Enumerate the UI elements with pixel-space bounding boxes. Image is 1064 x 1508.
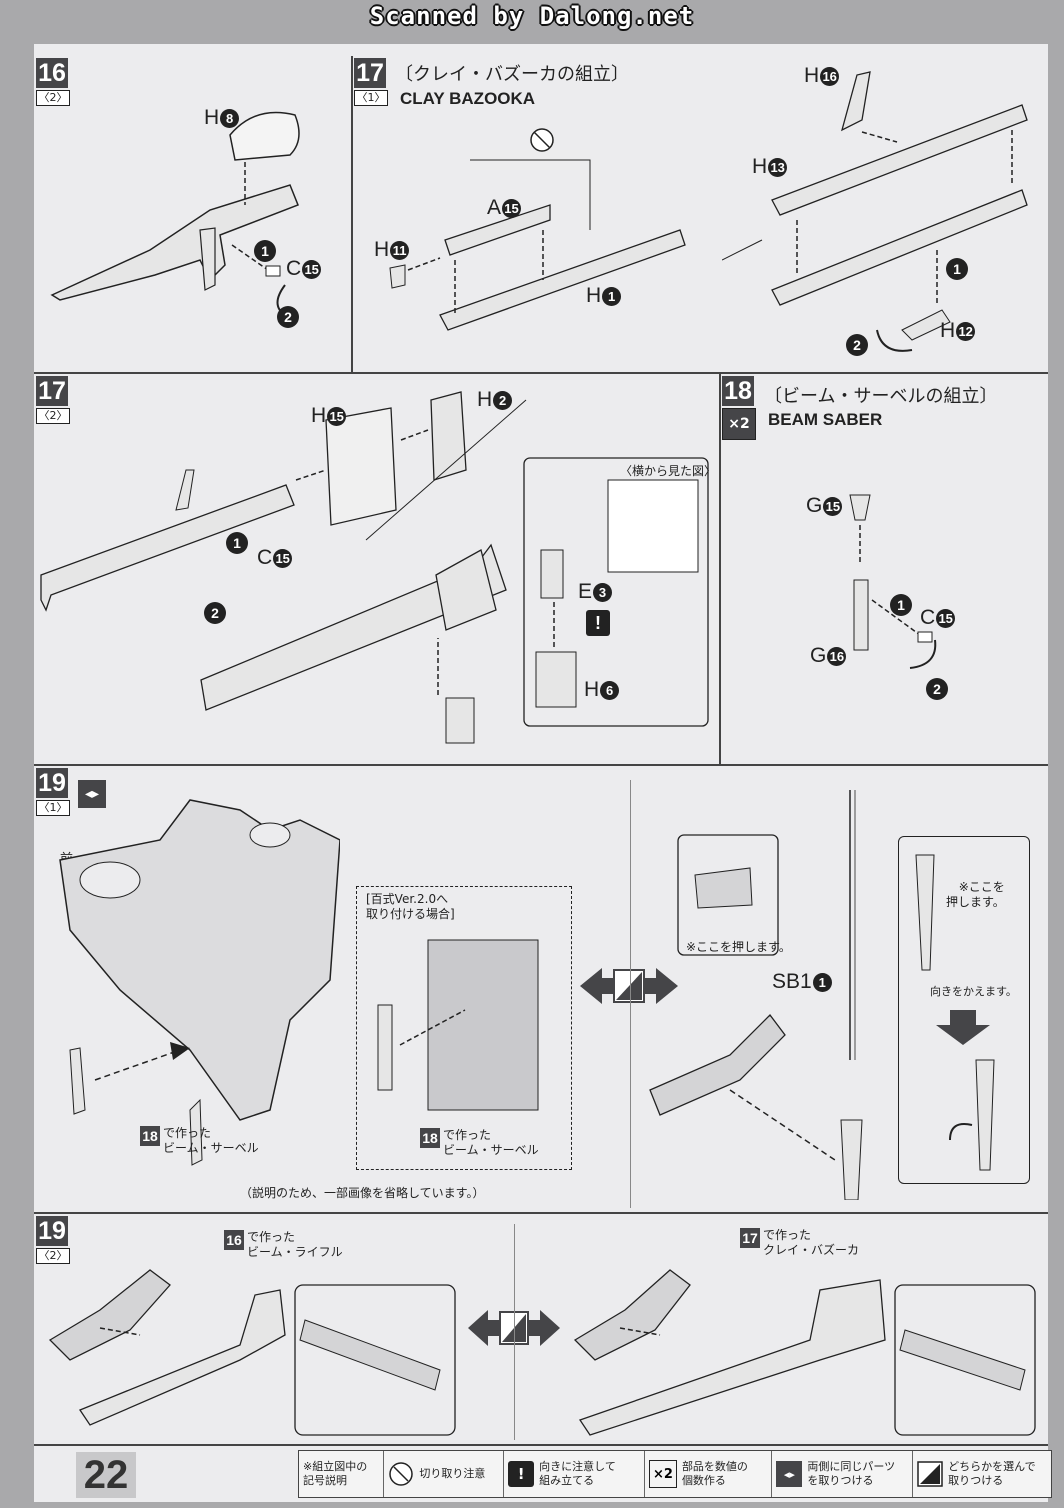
divider [34,1212,1048,1214]
legend-heading: ※組立図中の 記号説明 [303,1460,368,1487]
hand-saber-drawing [649,790,863,1200]
order-marker-1: 1 [226,532,248,554]
both-sides-icon: ◂▸ [78,780,106,808]
substep-label: 〈2〉 [36,1248,70,1264]
divider [34,764,1048,766]
caution-icon: ! [508,1461,535,1487]
substep-label: 〈2〉 [36,408,70,424]
side-view-label: 〈横から見た図〉 [620,464,717,478]
step-number: 17 [36,376,68,406]
substep-label: 〈1〉 [36,800,70,816]
legend-item-text: どちらかを選んで 取りつける [948,1460,1036,1487]
clay-bazooka-drawing-left [389,128,686,331]
scan-banner: Scanned by Dalong.net [369,2,695,30]
order-marker-2: 2 [204,602,226,624]
order-marker-2: 2 [846,334,868,356]
step-number: 18 [722,376,754,406]
step-title-en: BEAM SABER [768,410,883,429]
caution-icon: ! [586,610,610,636]
step-number: 19 [36,1216,68,1246]
order-marker-2: 2 [277,306,299,328]
beam-rifle-drawing [50,111,300,316]
rotate-saber-drawing [915,854,995,1171]
order-marker-1: 1 [946,258,968,280]
step-number: 16 [36,58,68,88]
divider [514,1224,515,1440]
step-number: 19 [36,768,68,798]
substep-label: 〈1〉 [354,90,388,106]
clay-bazooka-drawing-right [722,71,1028,352]
rotate-inset-box [898,836,1030,1184]
cut-caution-icon [388,1461,414,1487]
clay-bazooka-assembly-drawing [40,391,709,744]
symbol-legend: ※組立図中の 記号説明 切り取り注意 ! 向きに注意して 組み立てる ×2 部品… [298,1450,1052,1498]
step-title-jp: 〔ビーム・サーベルの組立〕 [764,386,998,407]
legend-item-text: 両側に同じパーツ を取りつける [807,1460,896,1487]
legend-item-text: 向きに注意して 組み立てる [539,1460,616,1487]
multiplier-badge: ×2 [722,408,756,440]
divider [34,1444,1048,1446]
step-title-en: CLAY BAZOOKA [400,89,536,108]
choose-arrow-icon [580,968,678,1004]
divider [719,374,721,764]
page-number: 22 [76,1452,136,1498]
choose-icon [917,1461,943,1487]
inset-drawing [377,939,539,1111]
step-number: 17 [354,58,386,88]
press-here-note-2: ※ここを 押します。 [946,880,1005,909]
legend-item-text: 部品を数値の 個数作る [681,1460,748,1487]
order-marker-1: 1 [890,594,912,616]
bazooka-in-hand-drawing [573,1269,1036,1436]
divider [630,780,631,1208]
rotate-note: 向きをかえます。 [930,985,1017,998]
both-sides-icon: ◂▸ [776,1461,803,1487]
order-marker-1: 1 [254,240,276,262]
hyaku-shiki-backpack-drawing [59,799,340,1166]
divider [351,56,353,372]
substep-label: 〈2〉 [36,90,70,106]
beam-saber-drawing [849,494,937,669]
inset-title: [百式Ver.2.0へ 取り付ける場合] [366,892,455,921]
multiplier-icon: ×2 [648,1460,677,1488]
order-marker-2: 2 [926,678,948,700]
press-here-note: ※ここを押します。 [686,940,791,954]
omitted-note: （説明のため、一部画像を省略しています。） [240,1186,485,1200]
step-title-jp: 〔クレイ・バズーカの組立〕 [395,64,629,85]
divider [34,372,1048,374]
rifle-in-hand-drawing [48,1269,456,1436]
legend-item-text: 切り取り注意 [419,1467,486,1480]
inset-box [356,886,572,1170]
